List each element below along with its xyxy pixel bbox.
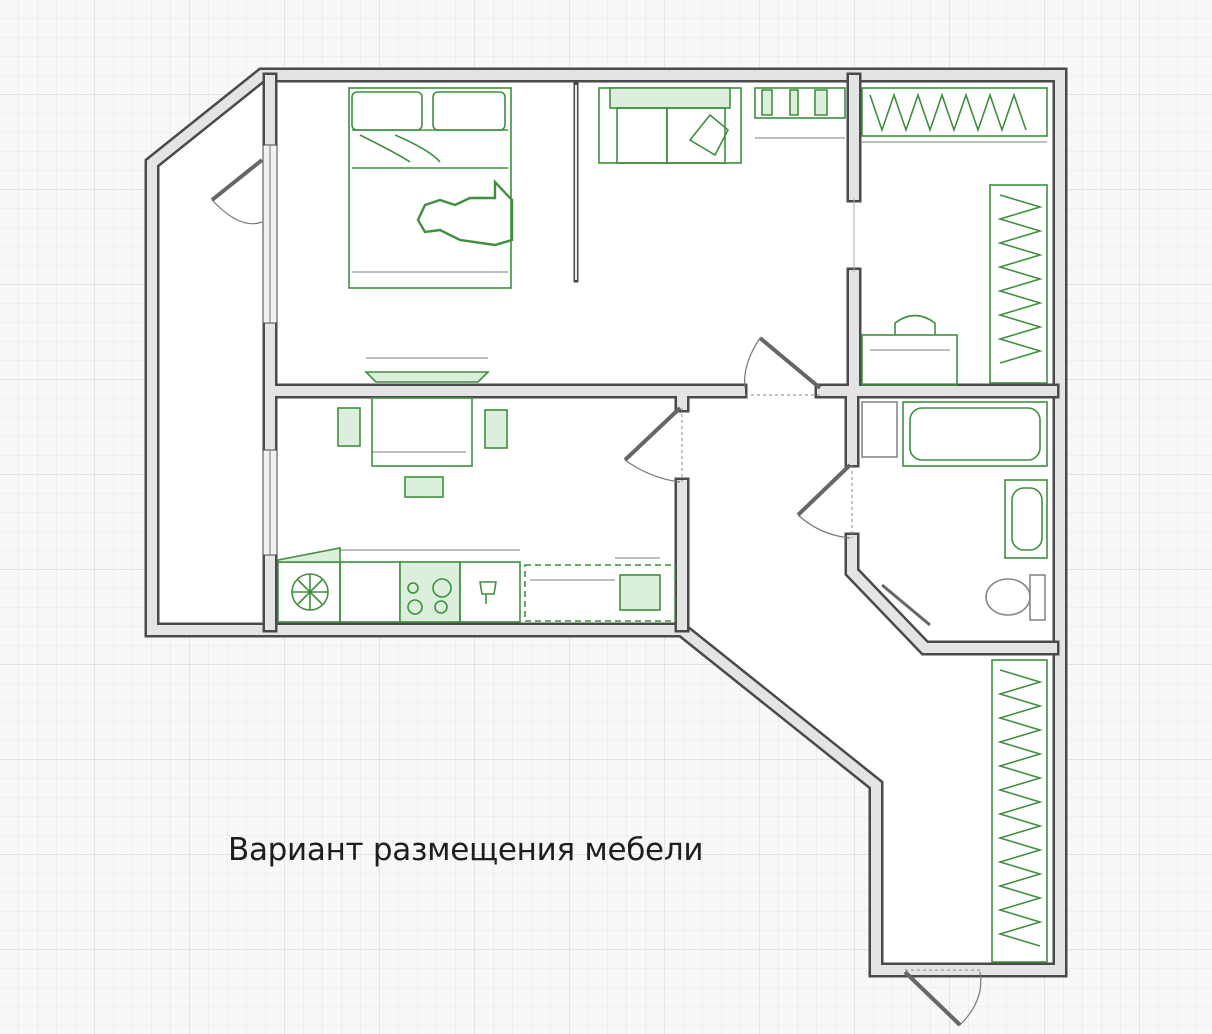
doors bbox=[210, 158, 982, 1027]
dining-table bbox=[337, 397, 508, 498]
sofa bbox=[598, 87, 742, 164]
windows bbox=[262, 144, 278, 556]
bookshelf bbox=[754, 87, 846, 139]
dresser bbox=[861, 314, 958, 386]
double-bed bbox=[348, 87, 514, 289]
tv-stand bbox=[364, 357, 490, 383]
toilet bbox=[985, 574, 1046, 621]
wardrobe-right bbox=[989, 184, 1048, 384]
caption: Вариант размещения мебели bbox=[228, 832, 704, 868]
kitchen-units bbox=[277, 547, 676, 623]
sink bbox=[1004, 479, 1048, 559]
walls bbox=[144, 67, 1068, 978]
washing-machine bbox=[861, 401, 898, 458]
bathtub bbox=[902, 401, 1048, 467]
wardrobe-top bbox=[861, 87, 1048, 143]
wardrobe-corridor bbox=[991, 659, 1048, 963]
